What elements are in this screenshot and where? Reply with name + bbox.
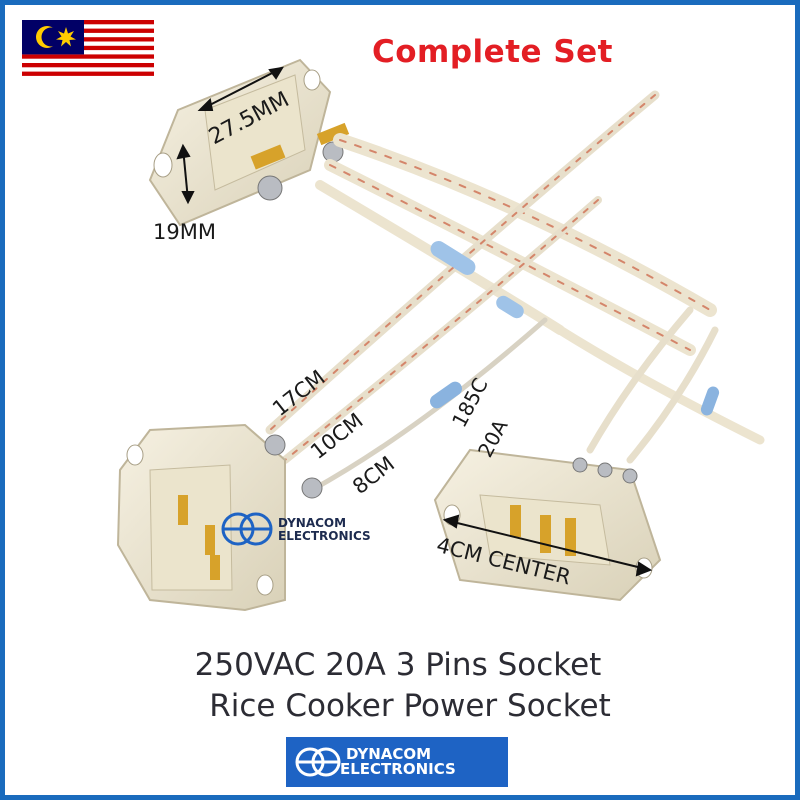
- brand-line1: DYNACOM: [346, 745, 432, 763]
- brand-logo-icon: [221, 512, 273, 546]
- brand-line2: ELECTRONICS: [340, 760, 456, 778]
- caption-line-2: Rice Cooker Power Socket: [209, 688, 611, 724]
- watermark-text: DYNACOM ELECTRONICS: [278, 517, 371, 543]
- brand-bar: DYNACOM ELECTRONICS: [286, 737, 508, 787]
- brand-name: DYNACOM ELECTRONICS: [340, 745, 456, 777]
- watermark-line2: ELECTRONICS: [278, 529, 371, 543]
- left-socket: [116, 423, 323, 612]
- right-socket: [433, 448, 662, 602]
- malaysia-flag: [22, 20, 154, 80]
- headline: Complete Set: [372, 34, 613, 70]
- brand-logo-icon: [295, 747, 341, 777]
- caption-line-1: 250VAC 20A 3 Pins Socket: [194, 647, 602, 683]
- watermark-line1: DYNACOM: [278, 516, 347, 530]
- thermal-fuse: [429, 240, 720, 416]
- dim-height-label: 19MM: [153, 220, 216, 244]
- top-socket: [148, 58, 350, 227]
